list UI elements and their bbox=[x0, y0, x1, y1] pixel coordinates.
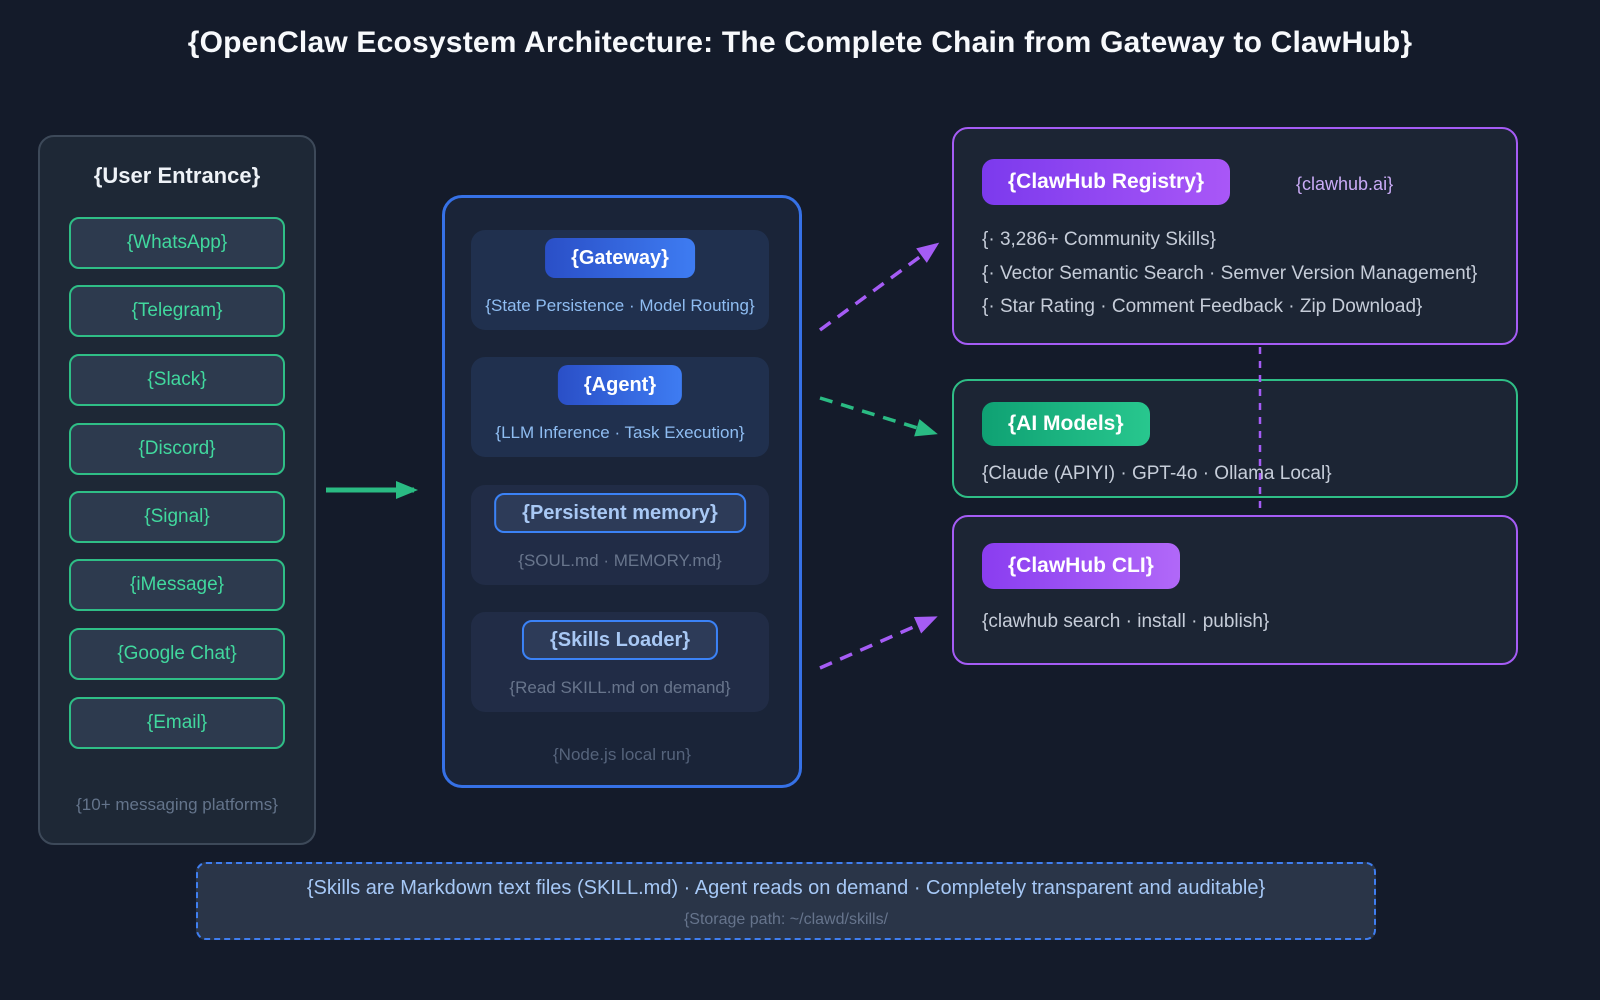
ai-models-panel: {AI Models} {Claude (APIYI) · GPT-4o · O… bbox=[952, 379, 1518, 498]
core-footer: {Node.js local run} bbox=[553, 745, 691, 764]
persistent-memory-pill: {Persistent memory} bbox=[494, 493, 746, 533]
registry-bullet-1: {· 3,286+ Community Skills} bbox=[982, 229, 1216, 250]
registry-bullet-3: {· Star Rating · Comment Feedback · Zip … bbox=[982, 296, 1423, 317]
skills-note-storage-path: {Storage path: ~/clawd/skills/ bbox=[683, 911, 889, 928]
clawhub-registry-domain: {clawhub.ai} bbox=[1296, 174, 1394, 194]
registry-bullet-2: {· Vector Semantic Search · Semver Versi… bbox=[982, 262, 1478, 284]
clawhub-registry-pill: {ClawHub Registry} bbox=[982, 159, 1231, 205]
module-agent: {Agent} {LLM Inference · Task Execution} bbox=[471, 357, 769, 457]
skills-loader-subtitle: {Read SKILL.md on demand} bbox=[509, 678, 731, 697]
user-entrance-footer: {10+ messaging platforms} bbox=[76, 795, 278, 814]
arrow-core-to-ai-models bbox=[819, 396, 938, 437]
gateway-subtitle: {State Persistence · Model Routing} bbox=[485, 296, 755, 315]
persistent-memory-subtitle: {SOUL.md · MEMORY.md} bbox=[518, 551, 722, 570]
platform-imessage: {iMessage} bbox=[69, 559, 285, 611]
skills-note-main: {Skills are Markdown text files (SKILL.m… bbox=[306, 877, 1266, 899]
skills-loader-pill: {Skills Loader} bbox=[521, 620, 719, 660]
clawhub-cli-pill: {ClawHub CLI} bbox=[982, 543, 1180, 589]
ai-models-detail: {Claude (APIYI) · GPT-4o · Ollama Local} bbox=[982, 463, 1332, 484]
clawhub-registry-bullets: {· 3,286+ Community Skills} {· Vector Se… bbox=[982, 223, 1477, 324]
skills-note-box: {Skills are Markdown text files (SKILL.m… bbox=[196, 862, 1376, 940]
clawhub-registry-panel: {ClawHub Registry} {clawhub.ai} {· 3,286… bbox=[952, 127, 1518, 345]
arrow-core-to-cli bbox=[819, 616, 938, 670]
clawhub-cli-detail: {clawhub search · install · publish} bbox=[982, 611, 1270, 632]
core-panel: {Gateway} {State Persistence · Model Rou… bbox=[442, 195, 802, 788]
platform-slack: {Slack} bbox=[69, 354, 285, 406]
module-persistent-memory: {Persistent memory} {SOUL.md · MEMORY.md… bbox=[471, 485, 769, 585]
user-entrance-panel: {User Entrance} {WhatsApp} {Telegram} {S… bbox=[38, 135, 316, 845]
user-entrance-title: {User Entrance} bbox=[93, 163, 261, 188]
ai-models-pill: {AI Models} bbox=[982, 402, 1150, 446]
platform-google-chat: {Google Chat} bbox=[69, 628, 285, 680]
platform-signal: {Signal} bbox=[69, 491, 285, 543]
platform-email: {Email} bbox=[69, 697, 285, 749]
platform-discord: {Discord} bbox=[69, 423, 285, 475]
gateway-pill: {Gateway} bbox=[545, 238, 695, 278]
page-title: {OpenClaw Ecosystem Architecture: The Co… bbox=[187, 26, 1413, 59]
module-skills-loader: {Skills Loader} {Read SKILL.md on demand… bbox=[471, 612, 769, 712]
platform-whatsapp: {WhatsApp} bbox=[69, 217, 285, 269]
platform-telegram: {Telegram} bbox=[69, 285, 285, 337]
agent-subtitle: {LLM Inference · Task Execution} bbox=[495, 423, 745, 442]
arrow-core-to-registry bbox=[818, 242, 940, 332]
clawhub-cli-panel: {ClawHub CLI} {clawhub search · install … bbox=[952, 515, 1518, 665]
agent-pill: {Agent} bbox=[557, 365, 683, 405]
module-gateway: {Gateway} {State Persistence · Model Rou… bbox=[471, 230, 769, 330]
